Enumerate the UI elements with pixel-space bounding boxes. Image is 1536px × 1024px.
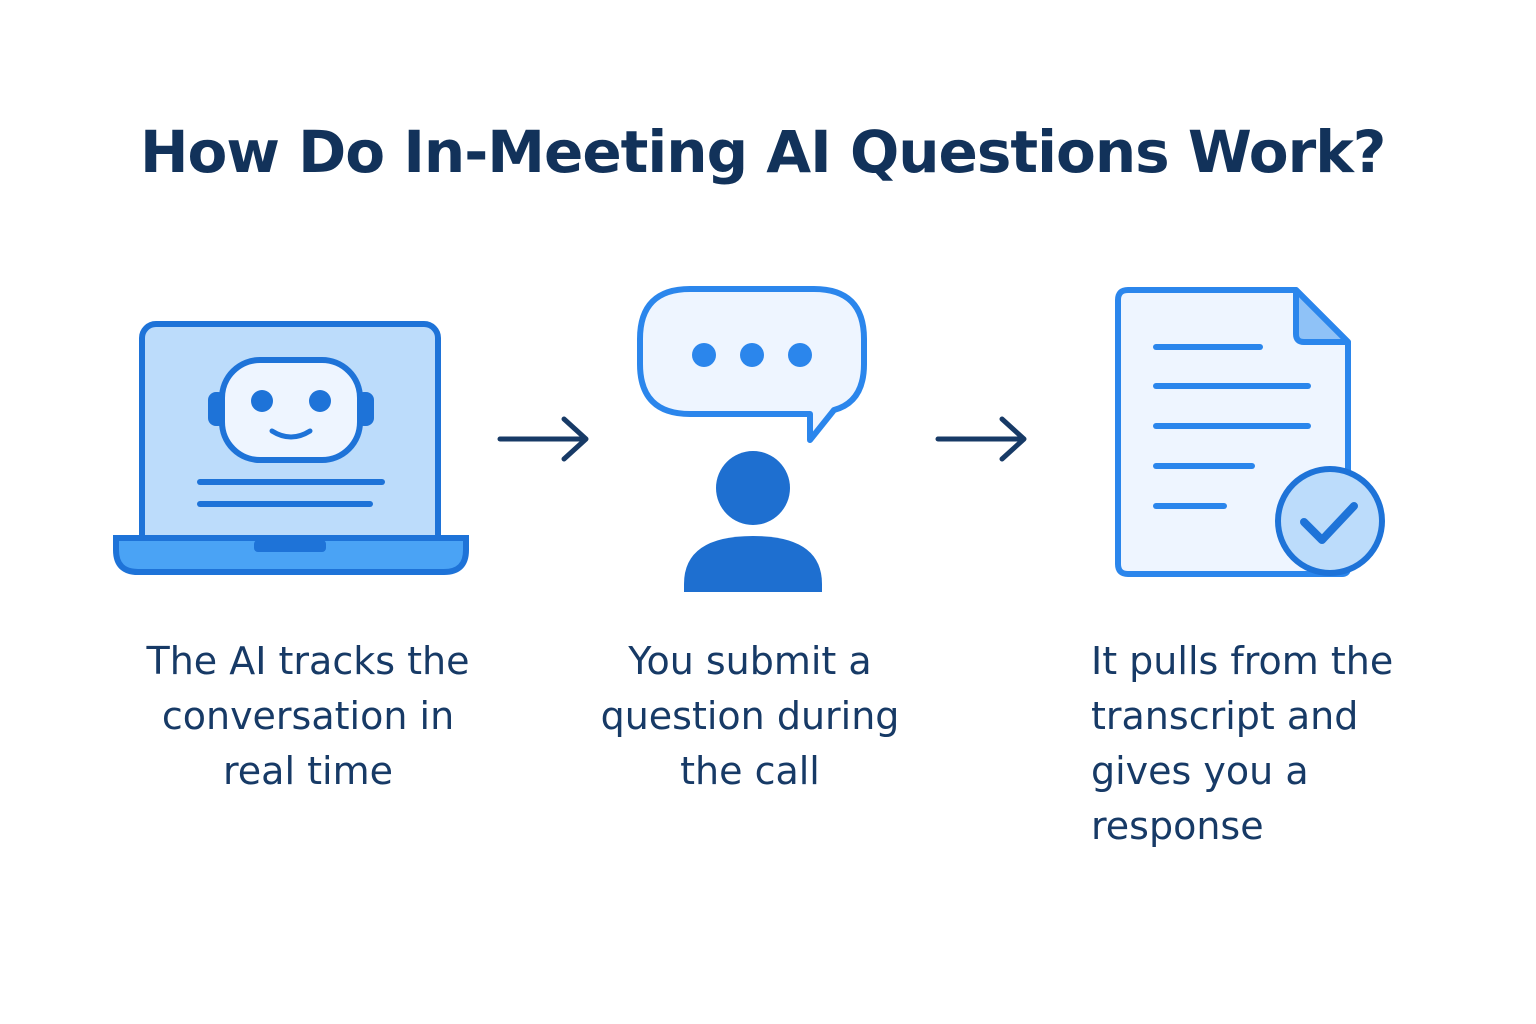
chat-person-icon — [637, 286, 867, 592]
document-check-icon — [1115, 287, 1385, 577]
right-arrow-icon — [497, 416, 589, 462]
laptop-robot-icon — [113, 321, 469, 575]
step-1-caption: The AI tracks the conversation in real t… — [146, 639, 470, 793]
page-title: How Do In-Meeting AI Questions Work? — [140, 118, 1386, 186]
right-arrow-icon — [935, 416, 1027, 462]
step-3-caption: It pulls from the transcript and gives y… — [1091, 639, 1394, 848]
step-2-caption: You submit a question during the call — [600, 639, 900, 793]
